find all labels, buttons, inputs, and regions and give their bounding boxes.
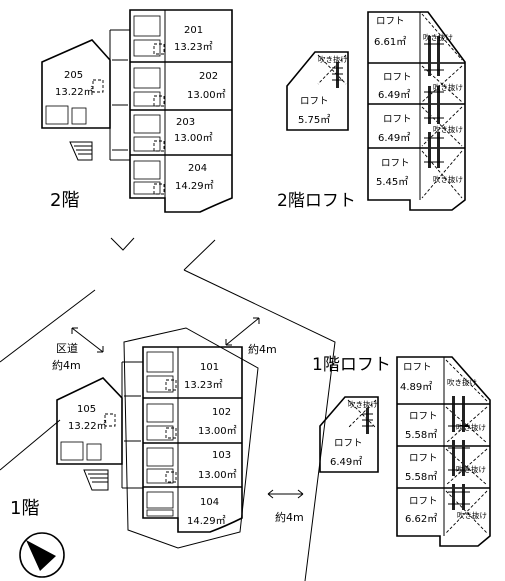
plan-loft2: 吹き抜け ロフト 5.75㎡ ロフト: [277, 11, 466, 211]
ward-road-width: 約4m: [52, 358, 81, 372]
loft2-4-name: ロフト: [381, 158, 410, 169]
site-roads: 区道 約4m 約4m 約4m: [0, 237, 336, 581]
loft1-3-name: ロフト: [409, 453, 438, 464]
room-203-area: 13.00㎡: [174, 132, 213, 144]
loft2-2-area: 6.49㎡: [378, 89, 410, 101]
room-105-area: 13.22㎡: [68, 420, 107, 432]
room-204-number: 204: [188, 163, 207, 174]
loft1-2-name: ロフト: [409, 411, 438, 422]
plan-floor1: 101 13.23㎡ 102 13.00㎡ 103 13.00㎡ 104 14.…: [10, 327, 259, 549]
compass-north-arrow-icon: [19, 532, 65, 578]
loft2-single-name: ロフト: [300, 96, 329, 107]
loft2-1-area: 6.61㎡: [374, 36, 406, 48]
room-101-area: 13.23㎡: [184, 379, 223, 391]
room-205-area: 13.22㎡: [55, 86, 94, 98]
room-202-number: 202: [199, 71, 218, 82]
loft1-1-name: ロフト: [403, 362, 432, 373]
bottom-road-width: 約4m: [275, 510, 304, 524]
loft1-3-void: 吹き抜け: [456, 464, 486, 474]
floor1-label: 1階: [10, 498, 39, 519]
loft1-1-void: 吹き抜け: [447, 377, 477, 387]
loft2-1-void: 吹き抜け: [423, 32, 453, 42]
loft1-label: 1階ロフト: [312, 355, 391, 375]
room-205-number: 205: [64, 70, 83, 81]
loft2-single-void: 吹き抜け: [318, 54, 348, 64]
loft1-4-area: 6.62㎡: [405, 513, 437, 525]
room-204-area: 14.29㎡: [175, 180, 214, 192]
loft1-3-area: 5.58㎡: [405, 471, 437, 483]
loft2-3-name: ロフト: [383, 114, 412, 125]
loft2-3-void: 吹き抜け: [433, 124, 463, 134]
plan-loft1: 1階ロフト 吹き抜け ロフト 6.49㎡: [312, 355, 491, 547]
loft2-3-area: 6.49㎡: [378, 132, 410, 144]
loft2-2-name: ロフト: [383, 72, 412, 83]
room-102-number: 102: [212, 407, 231, 418]
loft1-single-name: ロフト: [334, 438, 363, 449]
room-103-area: 13.00㎡: [198, 469, 237, 481]
room-202-area: 13.00㎡: [187, 89, 226, 101]
loft1-single-void: 吹き抜け: [348, 399, 378, 409]
room-201-area: 13.23㎡: [174, 41, 213, 53]
room-105-number: 105: [77, 404, 96, 415]
loft2-2-void: 吹き抜け: [433, 82, 463, 92]
plan-floor2: 201 13.23㎡ 202 13.00㎡ 203 13.00㎡ 204 14.…: [41, 9, 233, 213]
loft2-1-name: ロフト: [376, 16, 405, 27]
room-104-number: 104: [200, 497, 219, 508]
loft1-ladders: [448, 396, 470, 510]
floor2-label: 2階: [50, 190, 79, 211]
loft1-2-area: 5.58㎡: [405, 429, 437, 441]
loft2-single-area: 5.75㎡: [298, 114, 330, 126]
loft1-1-area: 4.89㎡: [400, 381, 432, 393]
room-101-number: 101: [200, 362, 219, 373]
ward-road-label: 区道: [56, 341, 78, 355]
loft1-4-void: 吹き抜け: [457, 510, 487, 520]
room-102-area: 13.00㎡: [198, 425, 237, 437]
right-road-width: 約4m: [248, 342, 277, 356]
room-104-area: 14.29㎡: [187, 515, 226, 527]
loft1-single-area: 6.49㎡: [330, 456, 362, 468]
room-103-number: 103: [212, 450, 231, 461]
loft2-4-area: 5.45㎡: [376, 176, 408, 188]
loft2-4-void: 吹き抜け: [433, 174, 463, 184]
loft2-label: 2階ロフト: [277, 191, 356, 211]
room-201-number: 201: [184, 25, 203, 36]
loft1-4-name: ロフト: [409, 496, 438, 507]
loft1-2-void: 吹き抜け: [456, 422, 486, 432]
loft2-ladders: [424, 36, 444, 168]
room-203-number: 203: [176, 117, 195, 128]
